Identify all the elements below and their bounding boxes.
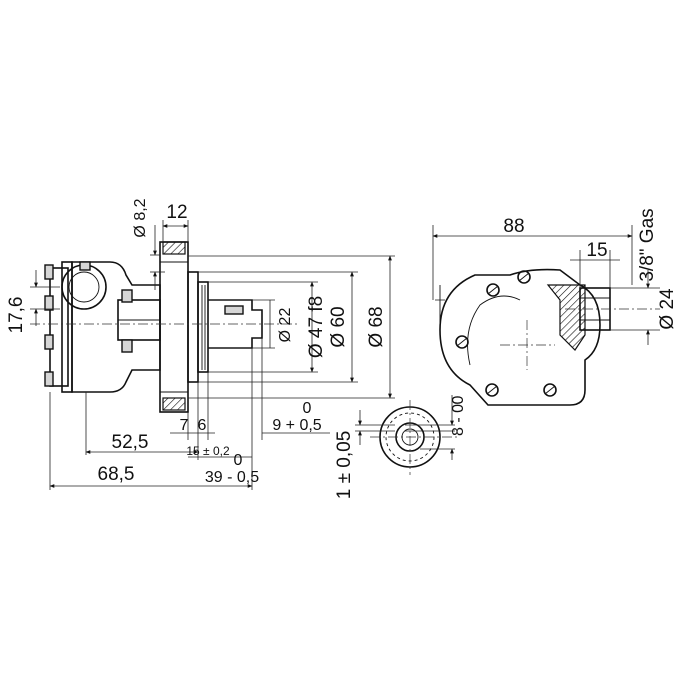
dim-7: 7 bbox=[180, 417, 189, 434]
screw bbox=[543, 383, 557, 397]
bolt bbox=[121, 289, 133, 303]
dim-15-tol: 15 ± 0,2 bbox=[186, 444, 230, 458]
dim-8-tol-top: 0 bbox=[450, 395, 467, 404]
front-cover bbox=[49, 267, 69, 387]
inlet-port-inner bbox=[68, 271, 100, 303]
screw bbox=[455, 335, 469, 349]
screw bbox=[486, 283, 500, 297]
dim-8: 8 - 0 bbox=[450, 404, 467, 436]
dim-d-47-f8: Ø 47 f8 bbox=[306, 296, 327, 358]
dim-d-8-2: Ø 8,2 bbox=[132, 198, 149, 237]
screw bbox=[485, 383, 499, 397]
dim-52-5: 52,5 bbox=[112, 432, 149, 453]
bolt-head bbox=[44, 295, 54, 311]
dim-9-tol-top: 0 bbox=[303, 400, 312, 417]
dim-d-68: Ø 68 bbox=[366, 306, 387, 347]
bearing-boss bbox=[187, 271, 199, 383]
flange-section-bottom bbox=[162, 397, 186, 411]
dim-1-tol: 1 ± 0,05 bbox=[334, 431, 355, 500]
dim-68-5: 68,5 bbox=[98, 464, 135, 485]
bolt-head bbox=[44, 334, 54, 350]
port-thread-label: 3/8" Gas bbox=[637, 208, 658, 281]
dim-d-24: Ø 24 bbox=[657, 288, 678, 330]
dim-39-tol-top: 0 bbox=[234, 452, 243, 469]
bolt bbox=[121, 339, 133, 353]
dim-17-6: 17,6 bbox=[6, 297, 27, 334]
pump-body-front bbox=[439, 268, 601, 406]
dim-9: 9 + 0,5 bbox=[272, 417, 321, 434]
dim-6: 6 bbox=[198, 417, 207, 434]
dim-12: 12 bbox=[166, 202, 187, 223]
bolt-head bbox=[44, 264, 54, 280]
mounting-flange bbox=[159, 241, 189, 413]
dim-39: 39 - 0,5 bbox=[205, 469, 259, 486]
dim-15: 15 bbox=[586, 240, 607, 261]
impeller-view: 0 8 - 0 1 ± 0,05 bbox=[334, 395, 467, 499]
bolt-head bbox=[44, 371, 54, 387]
side-view: 17,6 Ø 8,2 12 Ø 22 Ø 47 f8 Ø 60 Ø 68 bbox=[6, 198, 395, 490]
outlet-fitting bbox=[546, 284, 586, 351]
front-view: 88 15 3/8" Gas Ø 24 bbox=[432, 208, 678, 406]
port-nut bbox=[79, 261, 91, 271]
shaft-key bbox=[224, 305, 244, 315]
screw bbox=[517, 270, 531, 284]
dim-88: 88 bbox=[503, 216, 524, 237]
cover-arc bbox=[467, 295, 521, 366]
drive-shaft bbox=[208, 299, 263, 349]
dim-d-60: Ø 60 bbox=[328, 306, 349, 347]
pump-housing bbox=[71, 261, 161, 393]
pilot bbox=[197, 281, 209, 373]
dim-d-22: Ø 22 bbox=[277, 308, 294, 343]
flange-section-top bbox=[162, 241, 186, 255]
